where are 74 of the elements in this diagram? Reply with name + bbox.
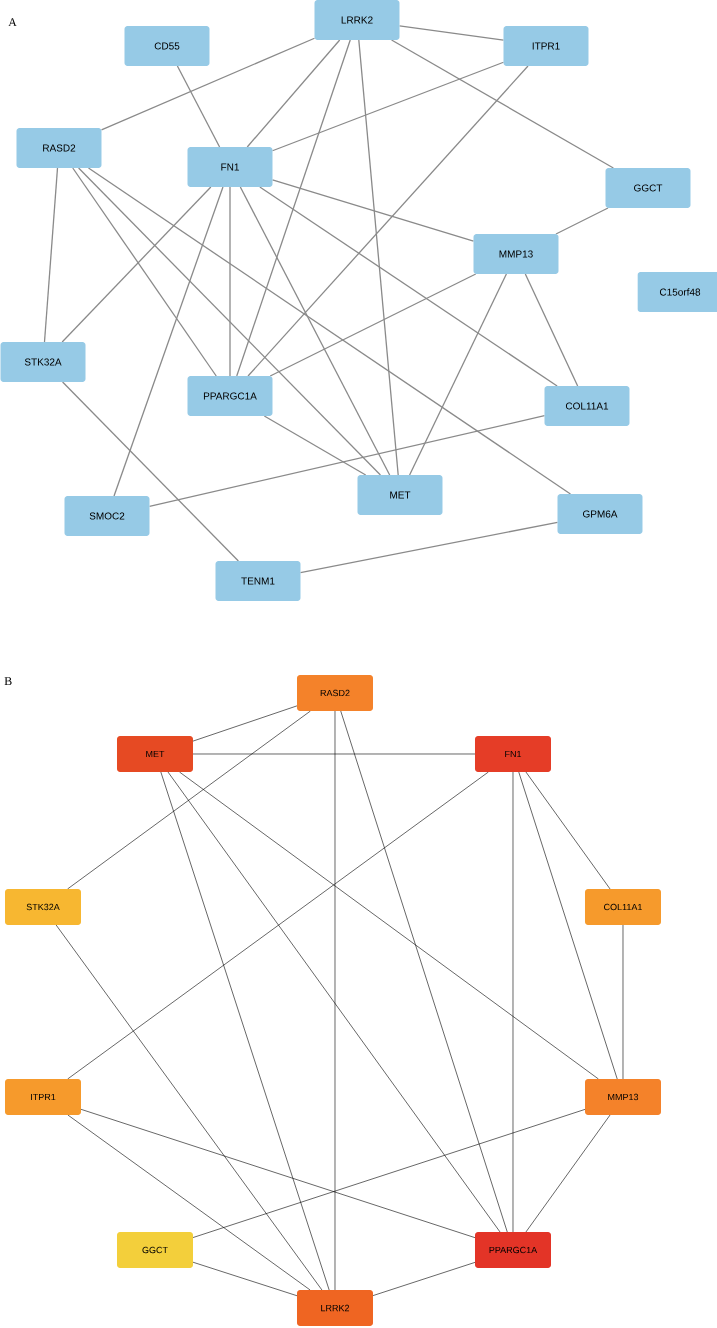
edge-line <box>247 65 529 377</box>
edge-line <box>398 25 505 41</box>
edge-line <box>67 710 311 890</box>
edge-line <box>113 186 224 497</box>
edge-line <box>67 771 489 1080</box>
gene-box: TENM1 <box>215 561 301 601</box>
edge-line <box>555 207 609 235</box>
edge-line <box>148 415 546 507</box>
gene-box: LRRK2 <box>314 0 400 40</box>
edge-line <box>246 39 341 148</box>
edge-line <box>358 39 399 476</box>
edge-line <box>179 771 599 1080</box>
edge-line <box>72 167 217 377</box>
edge-line <box>269 273 477 377</box>
edge-line <box>372 1262 476 1296</box>
gene-box: STK32A <box>0 342 86 382</box>
gene-box: FN1 <box>475 736 551 772</box>
edge-line <box>67 1114 311 1291</box>
gene-box: MET <box>357 475 443 515</box>
edge-line <box>524 273 579 387</box>
edge-line <box>271 179 475 242</box>
panel-label: A <box>8 18 17 27</box>
gene-box: MMP13 <box>585 1079 661 1115</box>
edge-line <box>259 186 558 387</box>
gene-box: RASD2 <box>297 675 373 711</box>
gene-box: COL11A1 <box>544 386 630 426</box>
edge-line <box>271 61 505 152</box>
gene-box: GGCT <box>117 1232 193 1268</box>
edge-line <box>61 186 212 343</box>
gene-box: PPARGC1A <box>475 1232 551 1268</box>
gene-box: MET <box>117 736 193 772</box>
gene-box: COL11A1 <box>585 889 661 925</box>
edge-line <box>408 273 508 476</box>
edge-line <box>160 771 330 1291</box>
edge-line <box>390 39 614 169</box>
edge-line <box>525 771 611 890</box>
edge-line <box>176 65 221 148</box>
gene-box: GGCT <box>605 168 691 208</box>
edge-line <box>192 1109 586 1238</box>
edge-line <box>622 924 624 1080</box>
edge-line <box>229 186 231 377</box>
gene-box: MMP13 <box>473 234 559 274</box>
gene-box: CD55 <box>124 26 210 66</box>
gene-box: C15orf48 <box>637 272 717 312</box>
gene-box: STK32A <box>5 889 81 925</box>
edge-line <box>236 39 351 377</box>
edge-line <box>299 521 559 574</box>
gene-box: RASD2 <box>16 128 102 168</box>
edge-line <box>512 771 514 1233</box>
edge-line <box>80 1109 476 1238</box>
panel-label: B <box>4 677 12 686</box>
gene-box: ITPR1 <box>503 26 589 66</box>
edge-line <box>55 924 323 1291</box>
edge-line <box>61 381 240 562</box>
edge-line <box>334 710 336 1291</box>
edge-line <box>100 37 316 131</box>
edge-line <box>77 167 382 476</box>
edge-line <box>192 705 298 742</box>
edge-line <box>192 1261 298 1297</box>
gene-box: GPM6A <box>557 494 643 534</box>
edge-line <box>43 167 59 343</box>
edge-line <box>192 753 476 755</box>
gene-box: FN1 <box>187 147 273 187</box>
edge-line <box>239 186 391 476</box>
edge-line <box>340 710 508 1233</box>
gene-box: SMOC2 <box>64 496 150 536</box>
gene-box: PPARGC1A <box>187 376 273 416</box>
edge-line <box>87 167 572 495</box>
edge-line <box>263 415 367 476</box>
edge-line <box>518 771 618 1080</box>
edge-line <box>525 1114 611 1233</box>
gene-box: ITPR1 <box>5 1079 81 1115</box>
gene-box: LRRK2 <box>297 1290 373 1326</box>
edge-line <box>167 771 501 1233</box>
